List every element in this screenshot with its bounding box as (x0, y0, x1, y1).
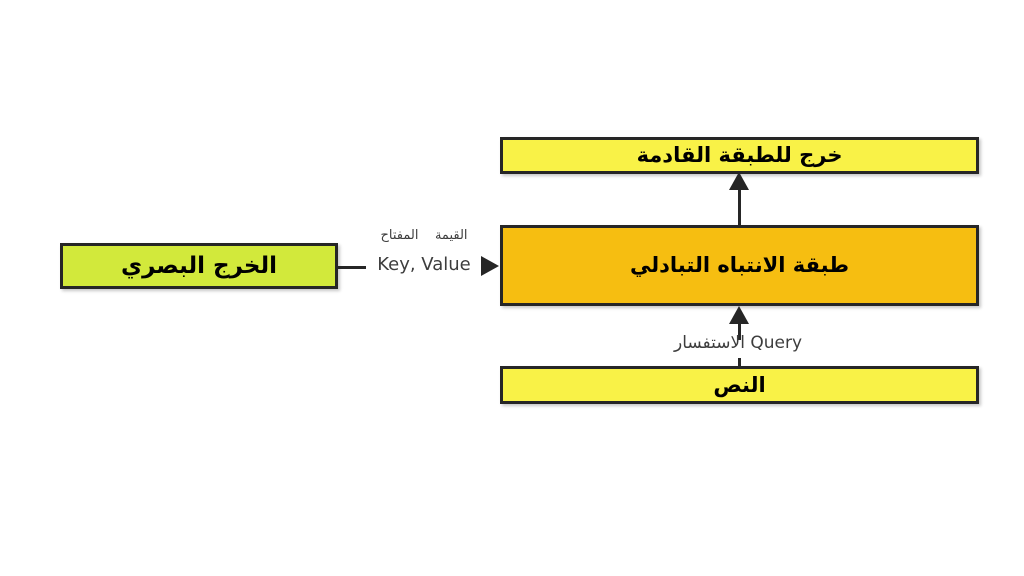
edge-cross-attention-to-next-layer-line (738, 188, 741, 226)
edge-query-line-upper (738, 323, 741, 340)
edge-key-value-label-latin: Key, Value (377, 254, 471, 275)
node-cross-attention-layer[interactable]: طبقة الانتباه التبادلي (500, 225, 979, 306)
edge-query-label: Query الاستفسار (638, 334, 838, 353)
node-text-input[interactable]: النص (500, 366, 979, 404)
node-text-input-label: النص (713, 372, 766, 397)
edge-key-value-line (338, 266, 366, 269)
edge-query-line-lower (738, 358, 741, 368)
arrow-up-icon (729, 172, 749, 190)
edge-query-label-arabic: الاستفسار (673, 333, 745, 353)
node-visual-output-label: الخرج البصري (121, 252, 277, 279)
edge-query-label-latin: Query (750, 333, 803, 353)
arrow-right-icon (481, 256, 499, 276)
node-next-layer-output[interactable]: خرج للطبقة القادمة (500, 137, 979, 174)
node-visual-output[interactable]: الخرج البصري (60, 243, 338, 289)
edge-key-value-label-arabic: القيمة المفتاح (380, 228, 468, 243)
arrow-up-icon (729, 306, 749, 324)
node-cross-attention-layer-label: طبقة الانتباه التبادلي (630, 253, 849, 277)
node-next-layer-output-label: خرج للطبقة القادمة (636, 143, 843, 167)
